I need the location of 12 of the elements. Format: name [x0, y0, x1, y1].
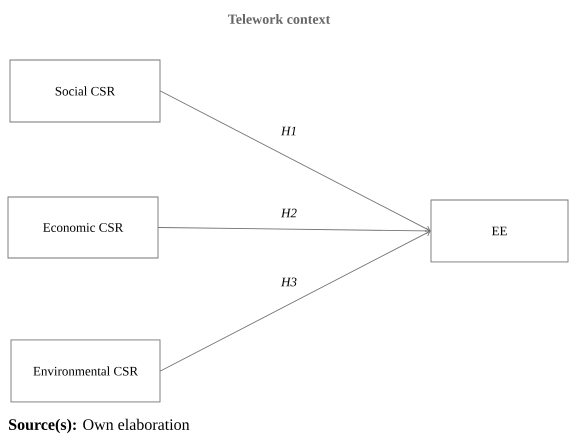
edge-label: H1: [280, 126, 298, 136]
variable-box: Environmental CSR: [10, 340, 160, 402]
edge-label: H2: [280, 208, 298, 218]
arrow: [160, 90, 431, 232]
arrow: [158, 227, 431, 234]
variable-box: Social CSR: [10, 60, 160, 122]
title: Telework context: [228, 14, 330, 24]
variable-box: Economic CSR: [8, 196, 158, 258]
arrow: [160, 230, 431, 372]
variable-box: EE: [430, 200, 568, 262]
edge-label: H3: [280, 276, 298, 288]
caption: Source(s): Own elaboration: [9, 418, 190, 434]
